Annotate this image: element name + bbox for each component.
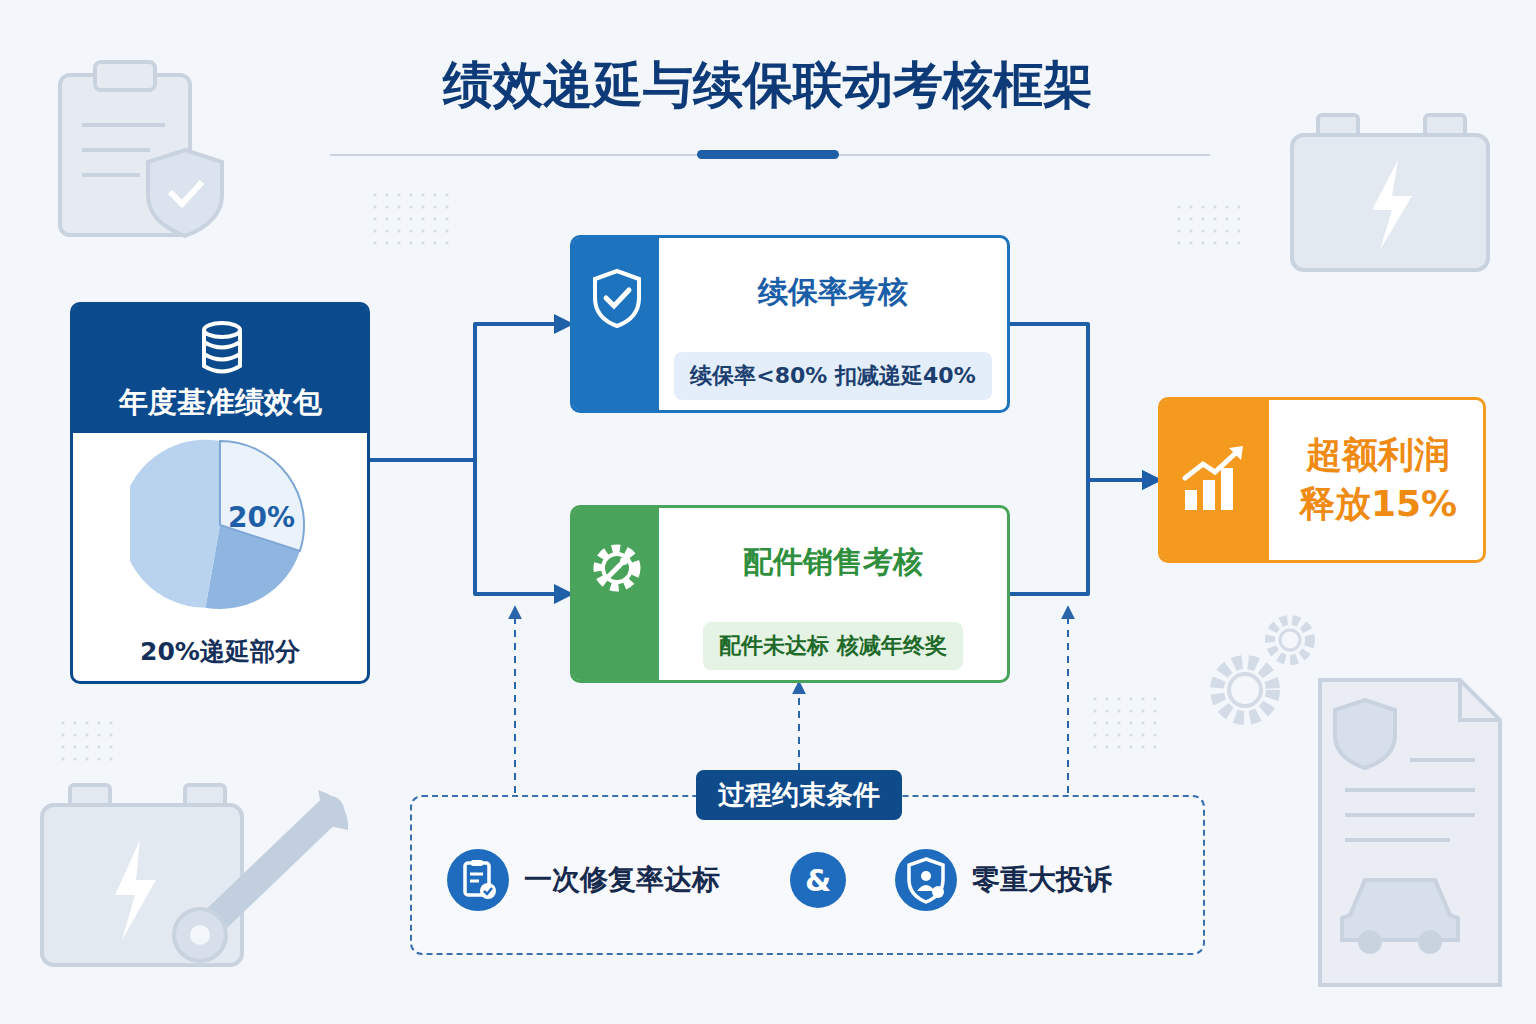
gear-icons	[1217, 620, 1310, 718]
diagram-title: 绩效递延与续保联动考核框架	[0, 52, 1536, 119]
icon-part	[609, 562, 623, 576]
icon-part	[917, 885, 935, 891]
icon-part	[484, 888, 492, 894]
icon-part	[603, 554, 631, 582]
check-rule: 配件未达标 核减年终奖	[703, 622, 963, 670]
icon-part	[932, 886, 944, 898]
battery-wrench-icon	[42, 785, 348, 965]
ampersand: &	[805, 863, 831, 898]
icon-part	[595, 271, 639, 326]
dot-texture	[1090, 690, 1160, 750]
shield-icon	[591, 268, 643, 328]
flow-arrow	[370, 324, 570, 460]
title-accent	[697, 150, 839, 159]
checklist-icon	[446, 848, 510, 912]
pie-caption: 20%递延部分	[73, 635, 367, 668]
dot-texture	[1170, 200, 1240, 250]
amp-node: &	[790, 852, 846, 908]
icon-part	[1203, 480, 1215, 510]
icon-part	[1185, 490, 1197, 510]
item-node: 一次修复率达标	[446, 840, 776, 920]
icon-part	[606, 290, 629, 306]
icon-part	[895, 849, 957, 911]
header-text: 年度基准绩效包	[73, 383, 367, 423]
pie-slice	[130, 440, 220, 608]
group-node: 过程约束条件一次修复率达标&零重大投诉	[410, 795, 1205, 955]
icon-part	[204, 330, 240, 372]
group-heading: 过程约束条件	[696, 770, 902, 820]
flow-arrow	[370, 460, 570, 594]
color-strip	[573, 508, 659, 680]
constraint-leader	[514, 608, 516, 793]
icon-part	[1221, 468, 1233, 510]
document-icon	[1320, 680, 1500, 985]
pie-percent: 20%	[228, 501, 295, 534]
customer-shield-icon	[894, 848, 958, 912]
icon-part	[620, 557, 628, 565]
item-node: 零重大投诉	[894, 840, 1184, 920]
icon-part	[598, 549, 636, 587]
pie-slice-highlight	[220, 441, 304, 551]
icon-part	[470, 874, 483, 881]
icon-part	[480, 883, 496, 899]
icon-part	[909, 859, 943, 902]
dot-texture	[370, 190, 450, 250]
icon-part	[1185, 450, 1239, 478]
constraint-text: 零重大投诉	[972, 861, 1112, 899]
constraint-text: 一次修复率达标	[524, 861, 720, 899]
check-title: 续保率考核	[659, 272, 1007, 313]
icon-part	[471, 860, 483, 866]
flow-arrow	[1010, 480, 1158, 594]
result-text: 超额利润 释放15%	[1287, 431, 1469, 528]
database-icon	[200, 321, 244, 375]
dot-texture	[60, 720, 120, 770]
check-node: 续保率考核续保率<80% 扣减递延40%	[570, 235, 1010, 413]
battery-icon	[1292, 115, 1488, 270]
result-node: 超额利润 释放15%	[1158, 397, 1486, 563]
check-title: 配件销售考核	[659, 542, 1007, 583]
icon-part	[447, 849, 509, 911]
constraint-arrow	[798, 683, 800, 770]
icon-part	[921, 871, 931, 881]
check-rule: 续保率<80% 扣减递延40%	[674, 352, 991, 400]
clipboard-icon	[60, 62, 222, 236]
check-node: 配件销售考核配件未达标 核减年终奖	[570, 505, 1010, 683]
icon-part	[204, 323, 240, 337]
pack-node: 年度基准绩效包 20% 20%递延部分	[70, 302, 370, 684]
flow-arrow	[1010, 324, 1158, 480]
icon-part	[204, 342, 240, 360]
growth-chart-icon	[1181, 444, 1251, 514]
constraint-leader	[1067, 608, 1069, 793]
gear-icon	[591, 538, 643, 598]
icon-part	[1229, 446, 1243, 460]
